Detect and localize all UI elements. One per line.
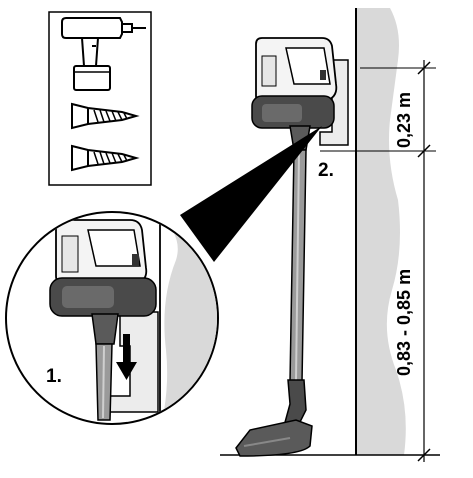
dimension-lines: 0,23 m 0,83 - 0,85 m: [320, 60, 436, 462]
down-arrow-icon: [116, 334, 137, 380]
floor-head: [235, 419, 313, 457]
zoom-callout: 1.: [5, 126, 322, 425]
dimension-lower-label: 0,83 - 0,85 m: [394, 269, 414, 376]
step-1-label: 1.: [46, 366, 62, 387]
dimension-upper-label: 0,23 m: [394, 92, 414, 148]
drill-icon: [61, 17, 146, 91]
step-2-label: 2.: [318, 160, 334, 181]
screw-icon: [71, 144, 140, 172]
mounted-vacuum: [235, 37, 349, 457]
screw-icon: [71, 102, 140, 130]
wall: [355, 8, 406, 455]
tools-panel: [48, 11, 152, 186]
zoom-beam: [180, 126, 322, 262]
